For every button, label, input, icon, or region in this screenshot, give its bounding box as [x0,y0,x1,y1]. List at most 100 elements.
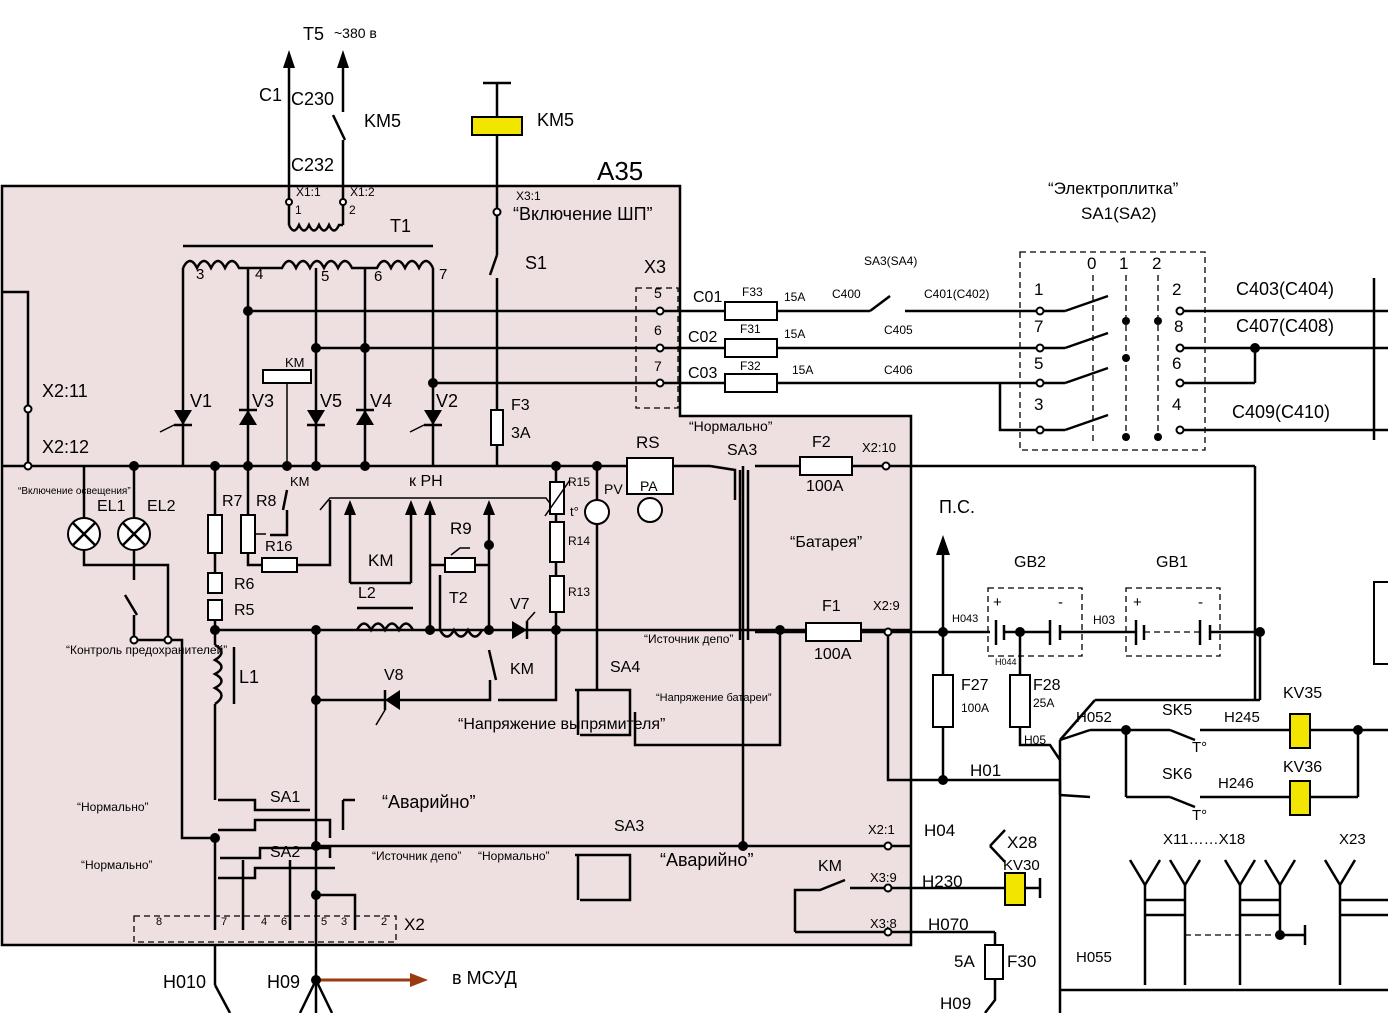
pa-label: PA [640,478,658,494]
rectifier-wiring [181,254,660,466]
stove-pin-4: 4 [1172,395,1181,414]
f32-label: F32 [740,359,761,373]
v7-label: V7 [510,596,530,613]
c403-label: C403(C404) [1236,279,1334,299]
h043-label: H043 [952,613,978,625]
minus2-label: - [1198,594,1203,611]
l1-label: L1 [239,667,259,687]
rs-label: RS [636,433,660,452]
r8-label: R8 [256,493,277,510]
x2-pin4: 4 [261,916,267,928]
h044-label: H044 [995,657,1017,667]
temp-label: t° [570,504,579,519]
f30-label: F30 [1007,952,1036,971]
x2-pin3: 3 [341,916,347,928]
t0a-label: T° [1192,739,1207,756]
kv30-label: KV30 [1003,857,1040,874]
stove-pin-3: 3 [1034,395,1043,414]
lights-label: “Включение освещения” [18,486,131,497]
v4-label: V4 [370,391,392,411]
x2-11-label: X2:11 [42,381,88,401]
pin1-label: 1 [295,203,302,217]
t1-label: T1 [390,216,411,236]
f27-label: F27 [961,677,989,694]
x2-12-label: X2:12 [42,437,89,457]
x3-pin5: 5 [654,285,662,301]
km-bottom-wiring [793,878,1005,1013]
rectifier-diodes [159,408,442,433]
km-v7-label: KM [510,661,534,678]
tap-7: 7 [439,266,447,283]
plus2-label: + [1133,594,1142,611]
h05-label: H05 [1024,733,1046,747]
normal2-label: “Нормально” [81,858,152,872]
s1-label: S1 [525,253,547,273]
x2-pin6: 6 [281,916,287,928]
sa1-label: SA1 [270,789,300,806]
f2-rating: 100A [806,478,844,495]
h230-label: H230 [922,872,963,891]
c02-label: C02 [688,329,717,346]
f2-label: F2 [812,434,831,451]
tap-4: 4 [255,266,263,283]
sa4-label: SA4 [610,659,640,676]
rect-voltage-label: “Напряжение выпрямителя” [458,716,665,733]
f3-rating: 3A [511,425,531,442]
h01-label: H01 [970,761,1001,780]
tap-3: 3 [196,266,204,283]
resistor-network [207,466,910,645]
r7-label: R7 [222,493,243,510]
kv35-label: KV35 [1283,685,1322,702]
f28-rating: 25A [1033,696,1054,710]
voltage-label: ~380 в [334,25,377,41]
c405-label: C405 [884,323,913,337]
x2-10-label: X2:10 [862,440,896,455]
src-depot1-label: “Источник депо” [644,632,733,646]
r6-label: R6 [234,576,255,593]
pv-label: PV [604,481,623,497]
el2-label: EL2 [147,498,176,515]
f1-label: F1 [822,598,841,615]
km-r8-label: KM [290,474,310,489]
msud-label: в МСУД [452,968,517,988]
x3-label: X3 [644,257,666,277]
t0b-label: T° [1192,807,1207,824]
fuse-ctrl-label: “Контроль предохранителей” [66,643,227,657]
km-relay-label: KM [285,355,305,370]
sa3-top-label: SA3 [727,442,757,459]
t1-transformer [181,244,435,271]
battery-label: “Батарея” [790,534,862,551]
stove-pin-6: 6 [1172,354,1181,373]
h09-label: H09 [267,972,300,992]
stove-title: “Электроплитка” [1048,179,1179,198]
h052-label: H052 [1076,709,1112,726]
km-mid-label: KM [368,551,394,570]
x3-pin6: 6 [654,322,662,338]
x3-8-label: X3:8 [870,916,897,931]
x1-2-label: X1:2 [350,185,375,199]
thermal-relays [1059,713,1388,816]
h010-label: H010 [163,972,206,992]
tap-5: 5 [321,268,329,285]
f31-label: F31 [740,322,761,336]
kv36-label: KV36 [1283,759,1322,776]
stove-switch-box [1019,251,1206,451]
km-bottom-label: KM [818,858,842,875]
a35-label: A35 [597,156,643,186]
gb2-label: GB2 [1014,554,1046,571]
emergency2-label: “Аварийно” [660,850,753,870]
c409-label: C409(C410) [1232,402,1330,422]
pos-2: 2 [1152,254,1161,273]
h070-label: H070 [928,915,969,934]
rating-15a-1: 15A [784,290,805,304]
x2-9-label: X2:9 [873,598,900,613]
sa3-bottom-label: SA3 [614,818,644,835]
h245-label: H245 [1224,709,1260,726]
c401-label: C401(C402) [924,287,989,301]
rating-15a-2: 15A [784,327,805,341]
r16-label: R16 [265,538,293,555]
v5-label: V5 [320,391,342,411]
r5-label: R5 [234,602,255,619]
supply-lines [283,50,523,255]
